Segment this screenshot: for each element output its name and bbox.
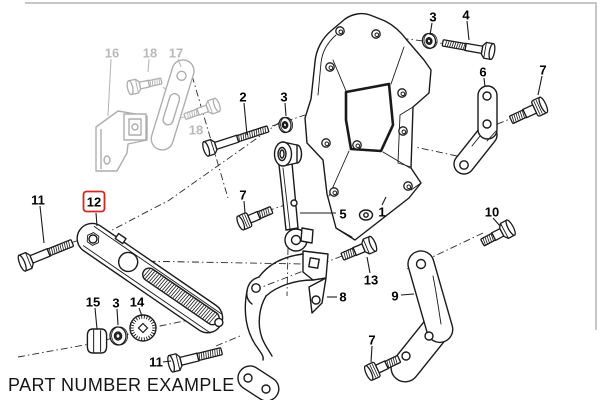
part-9-support-bracket [390, 250, 454, 383]
part-5-tension-arm [273, 141, 314, 252]
part-callout-17[interactable]: 17 [169, 46, 183, 61]
callout-leader-7 [243, 200, 246, 214]
fasteners [17, 32, 549, 382]
bolt-10 [480, 219, 516, 247]
bolt-13 [340, 235, 378, 261]
part-callout-11[interactable]: 11 [31, 193, 45, 208]
bolt-11-left [17, 239, 74, 272]
callout-leader-3 [284, 102, 287, 117]
part-callout-18[interactable]: 18 [189, 123, 203, 138]
washer-3-bottom [109, 326, 129, 346]
nut-14 [129, 314, 157, 342]
callout-leader-11 [162, 360, 172, 363]
bolt-7-bottom [363, 355, 402, 382]
part-6-bracket [453, 85, 498, 175]
bolt-11-bottom [167, 347, 223, 373]
bolt-2 [202, 125, 270, 157]
bolt-7-middle [236, 206, 274, 231]
part-callout-13[interactable]: 13 [364, 273, 378, 288]
bolt-4 [441, 39, 496, 61]
callout-leader-10 [492, 217, 501, 227]
part-callout-11[interactable]: 11 [149, 355, 163, 370]
bolt-18-right [183, 97, 221, 120]
part-callout-3[interactable]: 3 [280, 90, 287, 105]
part-callout-15[interactable]: 15 [86, 295, 100, 310]
part-callout-9[interactable]: 9 [391, 289, 398, 304]
bolt-18-top [126, 77, 163, 96]
callout-leader-14 [138, 307, 143, 317]
part-callout-14[interactable]: 14 [130, 295, 145, 310]
part-callout-5[interactable]: 5 [339, 207, 346, 222]
part-callout-4[interactable]: 4 [462, 8, 470, 23]
callout-leader-2 [243, 102, 248, 136]
nut-15 [86, 328, 108, 354]
part-16-bracket [95, 110, 148, 172]
part-callout-2[interactable]: 2 [239, 90, 246, 105]
serrated-slot [142, 268, 218, 324]
part-callout-7[interactable]: 7 [539, 63, 546, 78]
part-18-bolts [126, 77, 221, 120]
callout-leader-3 [429, 22, 433, 36]
part-callout-6[interactable]: 6 [479, 65, 486, 80]
callout-leader-18 [147, 58, 150, 73]
callout-leader-6 [483, 77, 486, 88]
callout-leader-3 [116, 308, 119, 326]
callout-leader-11 [39, 205, 45, 244]
part-callout-8[interactable]: 8 [339, 290, 346, 305]
part-callout-12[interactable]: 12 [87, 195, 101, 210]
part-callout-7[interactable]: 7 [239, 188, 246, 203]
callout-leader-15 [94, 307, 98, 330]
washer-3-top [421, 32, 438, 50]
part-1-main-bracket [304, 12, 432, 241]
callout-leader-12 [95, 212, 98, 227]
caption-part-number-example: PART NUMBER EXAMPLE [8, 375, 235, 395]
part-callout-16[interactable]: 16 [105, 46, 119, 61]
diagram-frame [25, 2, 597, 330]
part-callout-18[interactable]: 18 [143, 46, 157, 61]
callout-leader-13 [366, 256, 371, 274]
part-callout-1[interactable]: 1 [378, 205, 385, 220]
part-callout-10[interactable]: 10 [485, 205, 499, 220]
bolt-7-right [509, 96, 549, 124]
callout-leader-9 [400, 293, 415, 296]
part-callout-3[interactable]: 3 [112, 296, 119, 311]
washer-3-middle [278, 116, 294, 134]
highlight-box-part-12[interactable] [82, 190, 106, 213]
callout-leader-16 [107, 58, 112, 117]
callout-leader-7 [537, 75, 543, 96]
part-12-adjusting-arm [76, 222, 224, 334]
part-8-pivot-bracket [237, 250, 329, 400]
callout-leader-1 [381, 196, 387, 206]
part-callout-3[interactable]: 3 [429, 10, 436, 25]
callout-leader-17 [177, 58, 182, 68]
part-callout-7[interactable]: 7 [368, 333, 375, 348]
callout-leader-7 [370, 345, 373, 363]
part-17-link [150, 59, 195, 151]
callout-leader-4 [466, 20, 470, 41]
